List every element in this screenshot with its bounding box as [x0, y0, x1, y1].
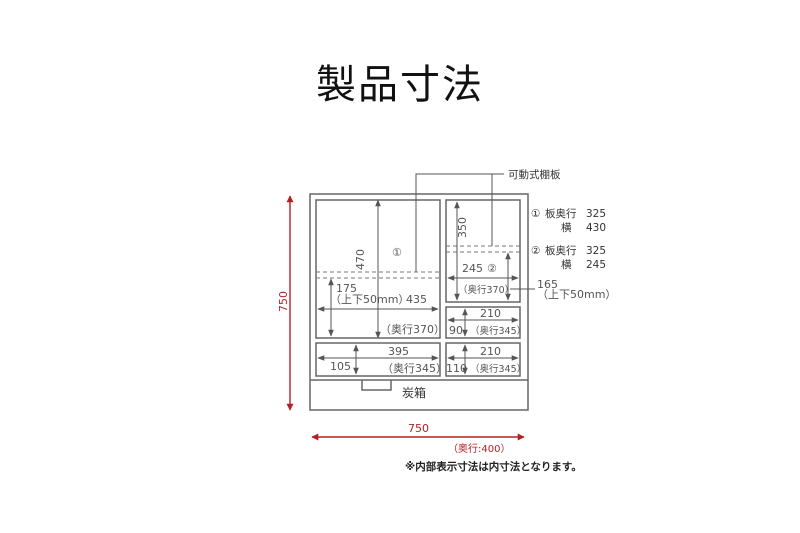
depth-left-upper: （奥行370）	[380, 322, 445, 336]
callout-lines	[415, 173, 535, 290]
width-245: 245	[462, 262, 483, 275]
svg-text:325: 325	[586, 245, 606, 257]
width-395: 395	[388, 345, 409, 358]
shelf-spec-1: ① 板奥行 325 横 430	[531, 207, 606, 234]
adjust-left: （上下50mm）	[330, 293, 409, 306]
marker-1: ①	[392, 246, 402, 259]
height-175: 175	[336, 282, 357, 295]
overall-width: 750	[408, 422, 429, 435]
height-105: 105	[330, 360, 351, 373]
shelf-spec-2: ② 板奥行 325 横 245	[531, 244, 606, 271]
height-470: 470	[354, 249, 367, 270]
width-210-drawer: 210	[480, 345, 501, 358]
svg-text:430: 430	[586, 222, 606, 234]
depth-left-drawer: （奥行345）	[382, 361, 447, 375]
callout-adjustable-shelf: 可動式棚板	[508, 168, 561, 181]
svg-text:板奥行: 板奥行	[545, 244, 577, 257]
svg-text:横: 横	[561, 258, 572, 271]
svg-text:②: ②	[531, 245, 540, 257]
svg-text:325: 325	[586, 208, 606, 220]
svg-text:横: 横	[561, 221, 572, 234]
svg-text:245: 245	[586, 259, 606, 271]
svg-text:①: ①	[531, 208, 540, 220]
width-210-middle: 210	[480, 307, 501, 320]
height-165: 165	[537, 278, 558, 291]
adjustable-shelf-lines	[316, 245, 520, 279]
depth-right-upper: （奥行370）	[458, 284, 514, 296]
height-350: 350	[456, 217, 469, 238]
marker-2: ②	[487, 262, 497, 275]
footnote: ※内部表示寸法は内寸法となります。	[405, 460, 582, 473]
adjust-right: （上下50mm）	[537, 288, 616, 301]
charcoal-box-label: 炭箱	[402, 385, 426, 400]
svg-text:板奥行: 板奥行	[545, 207, 577, 220]
height-90: 90	[449, 324, 463, 337]
dimension-arrows	[317, 199, 519, 375]
overall-dimension-arrows	[286, 195, 525, 441]
depth-right-middle: （奥行345）	[470, 325, 526, 337]
depth-right-drawer: （奥行345）	[470, 363, 526, 375]
height-110: 110	[446, 362, 467, 375]
overall-height: 750	[277, 291, 290, 312]
overall-depth: （奥行:400）	[448, 442, 510, 455]
page-title: 製品寸法	[316, 62, 484, 108]
width-435: 435	[406, 293, 427, 306]
